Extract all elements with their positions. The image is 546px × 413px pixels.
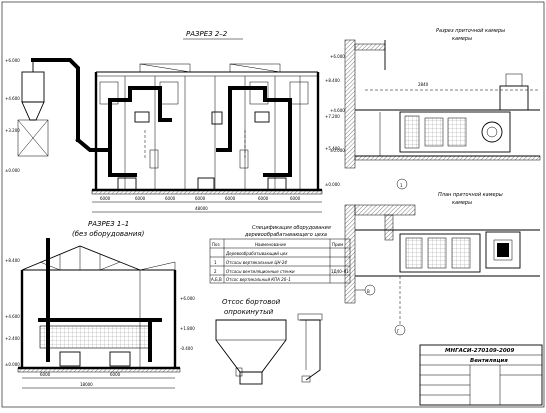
elevation-mark: +8.400 bbox=[5, 258, 20, 263]
dim-text: 6000 bbox=[40, 372, 51, 377]
supply-plan-title-cont: камеры bbox=[452, 200, 472, 206]
elevation-mark: +4.600 bbox=[5, 96, 20, 101]
exhaust-title-line1: Отсос бортовой bbox=[222, 298, 281, 306]
spec-title-line1: Спецификация оборудования bbox=[252, 225, 331, 231]
section-1-1-title: РАЗРЕЗ 1–1 bbox=[88, 220, 129, 228]
supply-chamber-section: Разрез приточной камеры камеры 2840 +6.0… bbox=[330, 28, 541, 190]
dim-text-total: 18000 bbox=[80, 382, 93, 387]
spec-row-pos: 2 bbox=[214, 269, 217, 274]
elevation-mark: +1.800 bbox=[180, 326, 195, 331]
elevation-mark: +6.000 bbox=[180, 296, 195, 301]
supply-section-title-cont: камеры bbox=[452, 36, 472, 42]
spec-row-pos: А,Б,В bbox=[211, 277, 222, 282]
elevation-mark: ±0.000 bbox=[5, 362, 20, 367]
stamp-code: МНГАСИ-270109-2009 bbox=[445, 348, 514, 354]
elevation-mark: +8.400 bbox=[325, 78, 340, 83]
section-2-2-title: РАЗРЕЗ 2–2 bbox=[186, 30, 228, 38]
spec-row-pos: 1 bbox=[214, 260, 217, 265]
elevation-mark: ±0.000 bbox=[325, 182, 340, 187]
spec-row-name: Отсос вертикальный КПА 20–1 bbox=[226, 277, 291, 282]
spec-header-pos: Поз bbox=[212, 242, 220, 247]
dim-text: 6000 bbox=[290, 196, 301, 201]
dim-text: 6000 bbox=[110, 372, 121, 377]
elevation-mark: -0.400 bbox=[180, 346, 193, 351]
dimension-chain-2-2: 6000 6000 6000 6000 6000 6000 6000 48000 bbox=[92, 196, 322, 213]
dim-text: 6000 bbox=[225, 196, 236, 201]
exhaust-detail: Отсос бортовой опрокинутый bbox=[215, 298, 323, 385]
supply-section-title: Разрез приточной камеры bbox=[436, 28, 505, 34]
spec-row-name: Отсасы вентиляционные стенки bbox=[226, 269, 295, 274]
elevation-mark: +4.600 bbox=[5, 314, 20, 319]
spec-row-note: 1Д40–01 bbox=[331, 269, 349, 274]
axis-label: В bbox=[367, 289, 370, 294]
supply-chamber-plan: План приточной камеры камеры В Г bbox=[344, 192, 540, 336]
dim-text: 6000 bbox=[165, 196, 176, 201]
dim-text: 6000 bbox=[100, 196, 111, 201]
dim-text: 6000 bbox=[135, 196, 146, 201]
section-1-1-subtitle: (без оборудования) bbox=[72, 230, 145, 238]
elevation-mark: ±0.000 bbox=[330, 148, 345, 153]
exhaust-title-line2: опрокинутый bbox=[224, 308, 274, 316]
cyclone-unit bbox=[17, 58, 80, 157]
stamp-title: Вентиляция bbox=[470, 358, 508, 364]
spec-header-note: Прим bbox=[332, 242, 343, 247]
elevation-mark: +7.200 bbox=[325, 114, 340, 119]
ductwork-2-2 bbox=[75, 86, 292, 191]
dim-text-total: 48000 bbox=[195, 206, 208, 211]
section-2-2: РАЗРЕЗ 2–2 bbox=[5, 30, 340, 213]
title-block: МНГАСИ-270109-2009 Вентиляция bbox=[419, 344, 543, 406]
elevation-mark: +6.000 bbox=[330, 54, 345, 59]
supply-dim: 2840 bbox=[418, 82, 429, 87]
spec-row-name: Деревообрабатывающий цех bbox=[225, 251, 288, 256]
spec-title-line2: деревообрабатывающего цеха bbox=[244, 232, 327, 238]
elevation-mark: +5.400 bbox=[325, 146, 340, 151]
elevation-mark: ±0.000 bbox=[5, 168, 20, 173]
dim-text: 6000 bbox=[258, 196, 269, 201]
section-1-1: РАЗРЕЗ 1–1 (без оборудования) +8.400 +4.… bbox=[5, 220, 195, 389]
elevations-2-2: +6.000 +4.600 +3.200 ±0.000 +8.400 +7.20… bbox=[5, 58, 340, 187]
spec-row-name: Отсасы вертикальные ЦН-24 bbox=[226, 260, 287, 265]
spec-table: Спецификация оборудования деревообрабаты… bbox=[209, 225, 351, 284]
supply-plan-title: План приточной камеры bbox=[438, 192, 503, 198]
dim-text: 6000 bbox=[195, 196, 206, 201]
elevation-mark: +4.600 bbox=[330, 108, 345, 113]
axis-label: 1 bbox=[400, 183, 403, 188]
elevation-mark: +3.200 bbox=[5, 128, 20, 133]
elevation-mark: +2.400 bbox=[5, 336, 20, 341]
spec-header-name: Наименование bbox=[255, 242, 287, 247]
axis-label: Г bbox=[397, 329, 400, 334]
elevation-mark: +6.000 bbox=[5, 58, 20, 63]
